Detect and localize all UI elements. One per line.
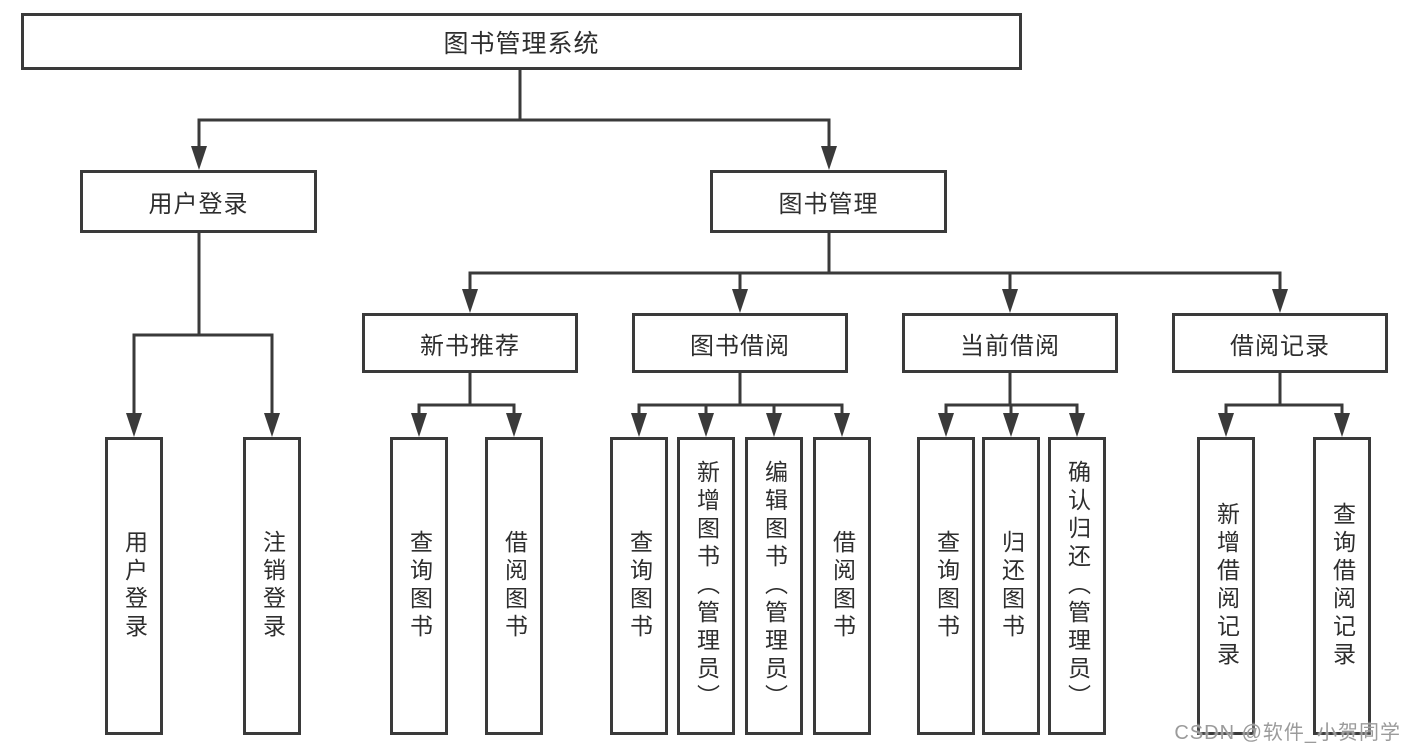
node-label: 编辑图书（管理员）: [761, 460, 788, 712]
leaf-confirm-return-admin: 确认归还（管理员）: [1048, 437, 1106, 735]
leaf-return-book: 归还图书: [982, 437, 1040, 735]
leaf-query-book-recommend: 查询图书: [390, 437, 448, 735]
node-library-management-system: 图书管理系统: [21, 13, 1022, 70]
leaf-add-borrow-record: 新增借阅记录: [1197, 437, 1255, 735]
leaf-logout: 注销登录: [243, 437, 301, 735]
node-label: 归还图书: [998, 530, 1025, 642]
leaf-borrow-book-recommend: 借阅图书: [485, 437, 543, 735]
leaf-borrow-book: 借阅图书: [813, 437, 871, 735]
node-label: 查询图书: [626, 530, 653, 642]
node-label: 确认归还（管理员）: [1064, 460, 1091, 712]
node-label: 新书推荐: [420, 332, 520, 360]
node-label: 查询图书: [933, 530, 960, 642]
node-label: 借阅记录: [1230, 332, 1330, 360]
node-label: 图书借阅: [690, 332, 790, 360]
node-book-borrowing: 图书借阅: [632, 313, 848, 373]
csdn-watermark: CSDN @软件_小贺同学: [1174, 722, 1401, 744]
node-label: 借阅图书: [829, 530, 856, 642]
node-label: 用户登录: [121, 530, 148, 642]
node-label: 图书管理: [778, 191, 879, 218]
leaf-edit-book-admin: 编辑图书（管理员）: [745, 437, 803, 735]
leaf-query-book-current: 查询图书: [917, 437, 975, 735]
leaf-add-book-admin: 新增图书（管理员）: [677, 437, 735, 735]
node-book-management: 图书管理: [710, 170, 947, 233]
node-user-login: 用户登录: [80, 170, 317, 233]
node-current-borrowing: 当前借阅: [902, 313, 1118, 373]
leaf-query-book-borrow: 查询图书: [610, 437, 668, 735]
leaf-user-login: 用户登录: [105, 437, 163, 735]
node-label: 新增图书（管理员）: [693, 460, 720, 712]
node-borrowing-records: 借阅记录: [1172, 313, 1388, 373]
node-label: 查询图书: [406, 530, 433, 642]
node-label: 当前借阅: [960, 332, 1060, 360]
leaf-query-borrow-record: 查询借阅记录: [1313, 437, 1371, 735]
arrowheads: [126, 146, 1350, 437]
node-label: 查询借阅记录: [1329, 502, 1356, 670]
node-new-book-recommendation: 新书推荐: [362, 313, 578, 373]
node-label: 新增借阅记录: [1213, 502, 1240, 670]
node-label: 借阅图书: [501, 530, 528, 642]
node-label: 注销登录: [259, 530, 286, 642]
node-label: 图书管理系统: [443, 29, 600, 58]
node-label: 用户登录: [148, 191, 249, 218]
